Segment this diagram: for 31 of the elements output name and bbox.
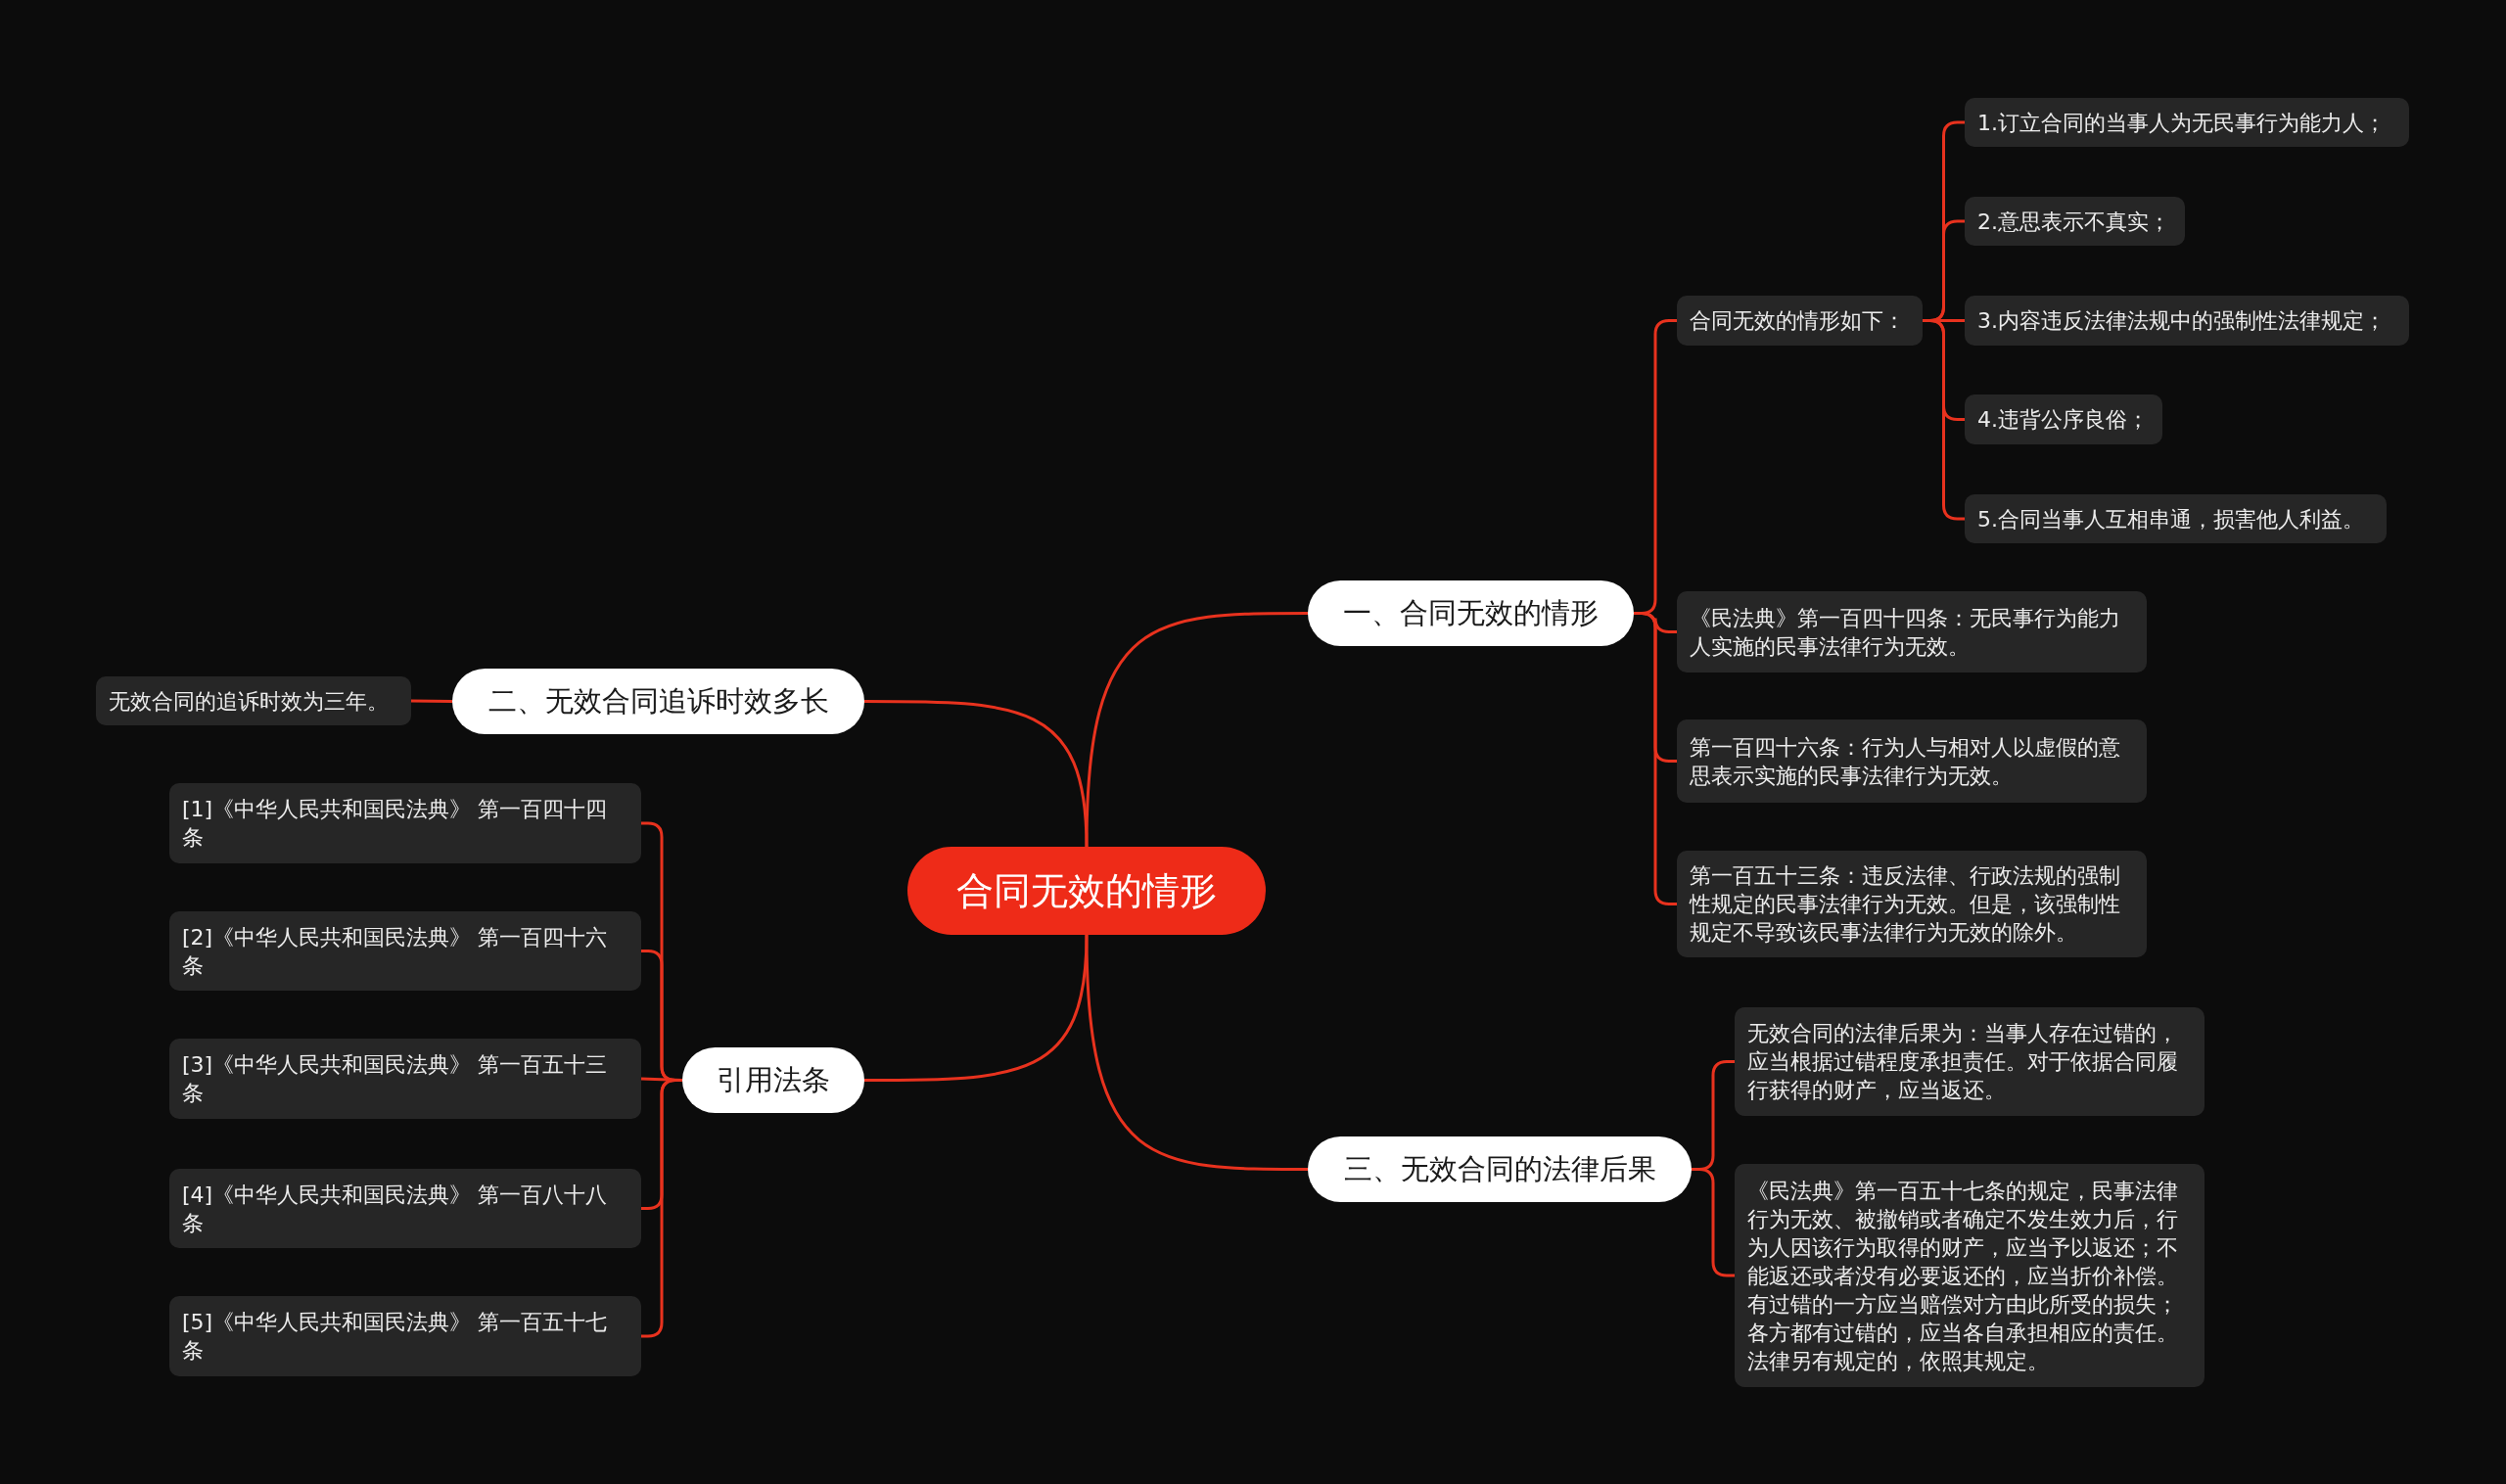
subtopic-box: 《民法典》第一百四十四条：无民事行为能力人实施的民事法律行为无效。 [1677, 591, 2147, 672]
subtopic-box: 《民法典》第一百五十七条的规定，民事法律行为无效、被撤销或者确定不发生效力后，行为人因该行为取得的财产，应当予以返还；不能返还或者没有必要返还的，应当折价补偿。有过错的一方应当赔偿对方由此所受的损失；各方都有过错的，应当各自承担相应的责任。法律另有规定的，依照其规定。 [1735, 1164, 2204, 1387]
subtopic-box: 5.合同当事人互相串通，损害他人利益。 [1965, 494, 2387, 543]
subtopic-box: 无效合同的追诉时效为三年。 [96, 676, 411, 725]
connector-line [864, 934, 1089, 1082]
topic-pill: 三、无效合同的法律后果 [1308, 1136, 1692, 1202]
connector-line [1085, 612, 1308, 848]
connector-line [641, 1079, 682, 1338]
connector-line [411, 699, 452, 703]
connector-line [1692, 1168, 1735, 1277]
subtopic-box: [5]《中华人民共和国民法典》 第一百五十七条 [169, 1296, 641, 1376]
subtopic-box: 第一百五十三条：违反法律、行政法规的强制性规定的民事法律行为无效。但是，该强制性规定不导致该民事法律行为无效的除外。 [1677, 851, 2147, 957]
subtopic-box: [1]《中华人民共和国民法典》 第一百四十四条 [169, 783, 641, 863]
topic-pill: 二、无效合同追诉时效多长 [452, 669, 864, 734]
subtopic-box: 合同无效的情形如下： [1677, 296, 1923, 346]
connector-line [1634, 612, 1677, 905]
subtopic-box: 4.违背公序良俗； [1965, 394, 2162, 444]
connector-line [1085, 934, 1308, 1171]
topic-pill: 引用法条 [682, 1047, 864, 1113]
connector-line [1923, 319, 1965, 521]
subtopic-box: 2.意思表示不真实； [1965, 197, 2185, 246]
connector-line [864, 700, 1089, 848]
subtopic-box: 无效合同的法律后果为：当事人存在过错的，应当根据过错程度承担责任。对于依据合同履行获得的财产，应当返还。 [1735, 1007, 2204, 1116]
topic-pill: 一、合同无效的情形 [1308, 580, 1634, 646]
central-topic: 合同无效的情形 [907, 847, 1266, 935]
subtopic-box: 第一百四十六条：行为人与相对人以虚假的意思表示实施的民事法律行为无效。 [1677, 719, 2147, 803]
subtopic-box: 3.内容违反法律法规中的强制性法律规定； [1965, 296, 2409, 346]
subtopic-box: [4]《中华人民共和国民法典》 第一百八十八条 [169, 1169, 641, 1248]
subtopic-box: [3]《中华人民共和国民法典》 第一百五十三条 [169, 1039, 641, 1119]
subtopic-box: [2]《中华人民共和国民法典》 第一百四十六条 [169, 911, 641, 991]
subtopic-box: 1.订立合同的当事人为无民事行为能力人； [1965, 98, 2409, 147]
